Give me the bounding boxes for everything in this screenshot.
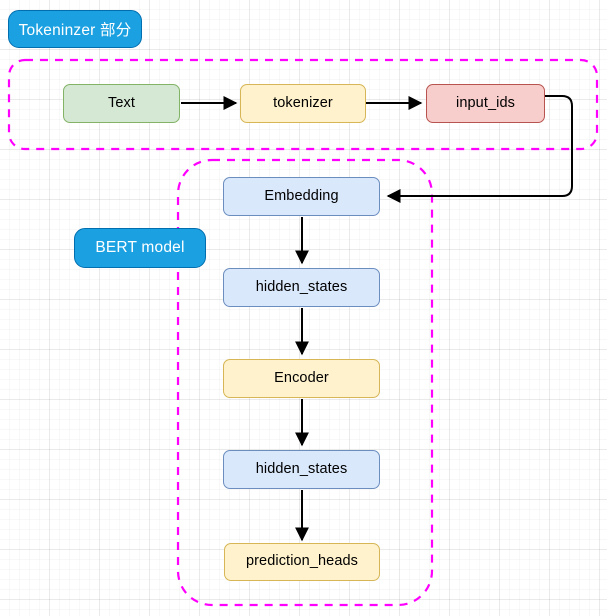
group-badge-tokenizer[interactable]: Tokeninzer 部分 xyxy=(8,10,142,48)
node-encoder-label: Encoder xyxy=(274,369,329,386)
node-tokenizer[interactable]: tokenizer xyxy=(240,84,366,123)
group-badge-bert[interactable]: BERT model xyxy=(74,228,206,268)
group-outline-bert xyxy=(176,158,434,607)
edge-input-ids-to-embedding xyxy=(386,95,573,203)
node-prediction-heads[interactable]: prediction_heads xyxy=(224,543,380,581)
group-badge-bert-label: BERT model xyxy=(95,239,185,256)
node-text-label: Text xyxy=(108,94,135,111)
node-hidden-states-1-label: hidden_states xyxy=(255,278,348,295)
node-embedding-label: Embedding xyxy=(264,187,339,204)
node-tokenizer-label: tokenizer xyxy=(273,94,333,111)
node-hidden-states-2[interactable]: hidden_states xyxy=(223,450,380,489)
node-text[interactable]: Text xyxy=(63,84,180,123)
node-prediction-heads-label: prediction_heads xyxy=(245,553,359,570)
node-hidden-states-1[interactable]: hidden_states xyxy=(223,268,380,307)
node-input-ids-label: input_ids xyxy=(456,94,515,111)
group-outline-tokenizer xyxy=(7,58,599,151)
node-hidden-states-2-label: hidden_states xyxy=(255,460,348,477)
node-encoder[interactable]: Encoder xyxy=(223,359,380,398)
node-input-ids[interactable]: input_ids xyxy=(426,84,545,123)
group-badge-tokenizer-label: Tokeninzer 部分 xyxy=(18,22,132,39)
node-embedding[interactable]: Embedding xyxy=(223,177,380,216)
